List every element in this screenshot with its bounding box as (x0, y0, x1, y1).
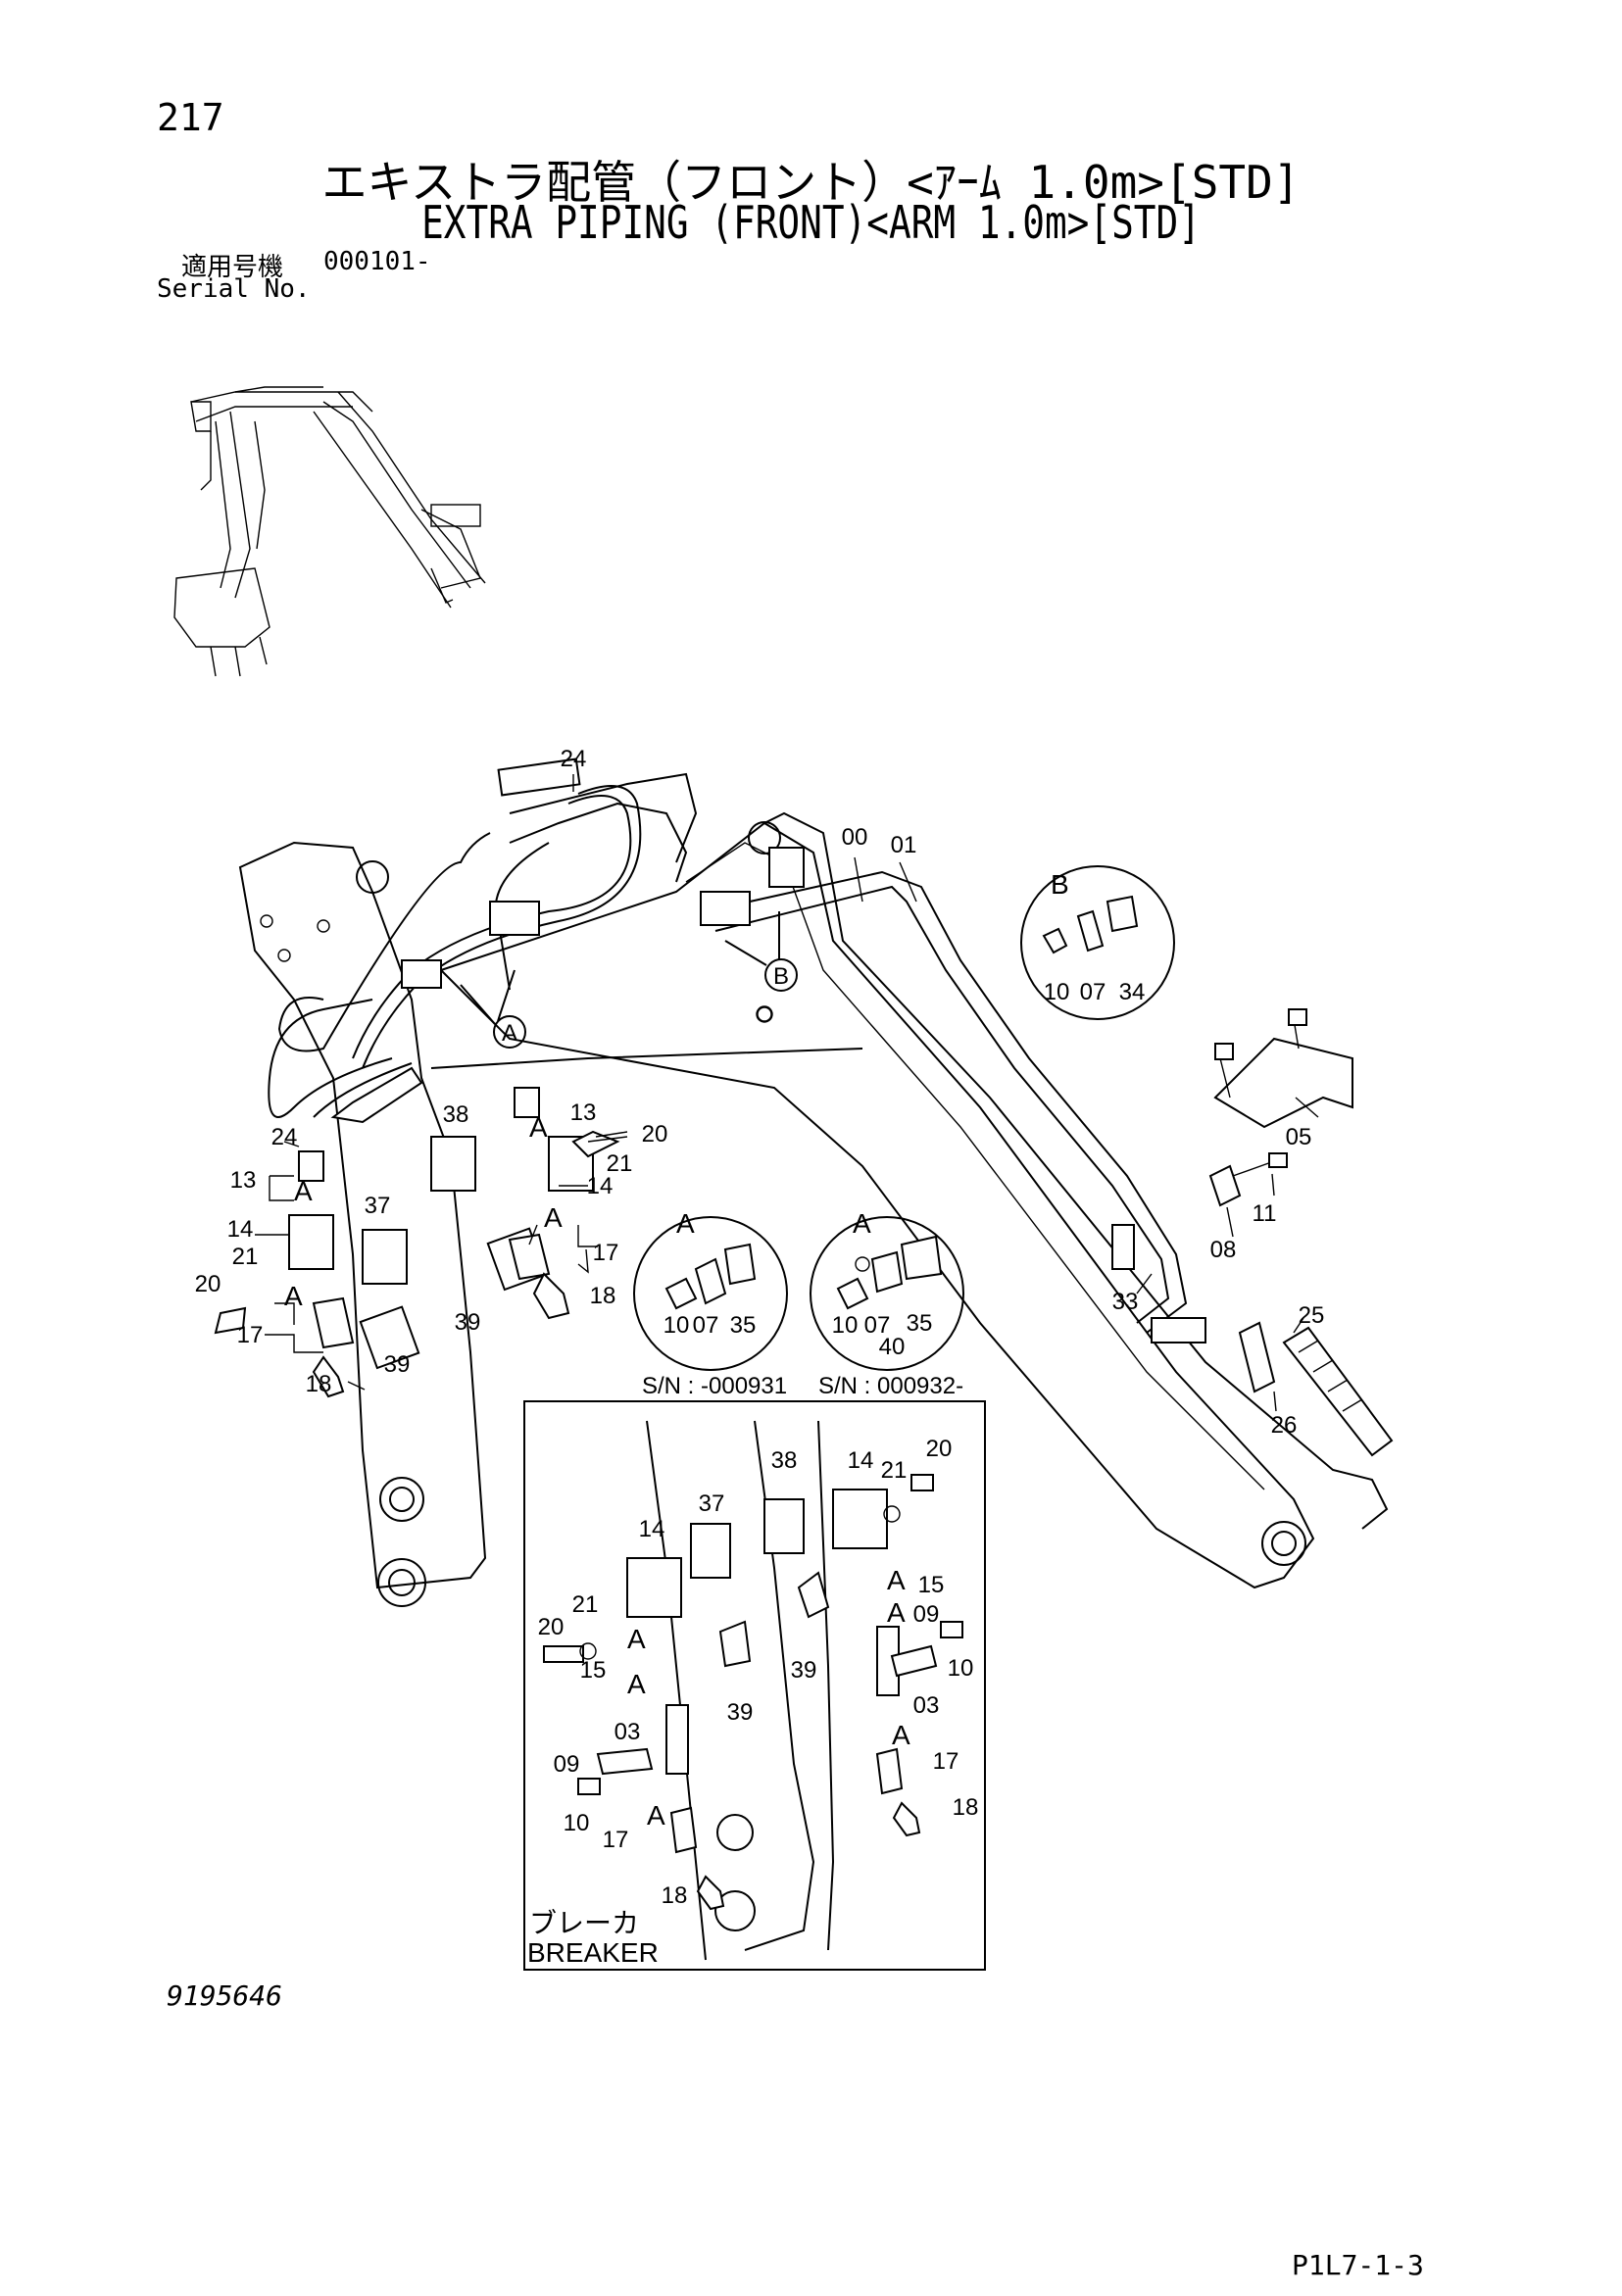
callout-a-left-07: 07 (693, 1312, 719, 1339)
callout-b-07: 07 (1080, 979, 1106, 1005)
breaker-label-english: BREAKER (527, 1937, 659, 1968)
callout-a-right-40: 40 (879, 1334, 906, 1360)
callout-a-left-10: 10 (664, 1312, 690, 1339)
breaker-label-japanese: ブレーカ (529, 1908, 639, 1938)
callout-37: 37 (365, 1193, 391, 1219)
detail-b-circle (1020, 865, 1175, 1020)
callout-39-a: 39 (384, 1351, 411, 1378)
callout-01: 01 (891, 832, 917, 858)
title-english: EXTRA PIPING (FRONT)<ARM 1.0m>[STD] (421, 196, 1201, 249)
overview-excavator-sketch (173, 386, 486, 677)
breaker-marker-a-3: A (647, 1800, 665, 1831)
mid-marker-a-1: A (529, 1112, 548, 1143)
detail-b-title: B (1051, 869, 1069, 900)
breaker-inset (523, 1400, 986, 1971)
callout-25: 25 (1299, 1302, 1325, 1329)
detail-a-left-title: A (676, 1208, 695, 1239)
breaker-callout-20-right: 20 (926, 1436, 953, 1462)
callout-18-mid: 18 (590, 1283, 616, 1309)
callout-26: 26 (1271, 1412, 1298, 1439)
serial-range-left: S/N : -000931 (642, 1373, 787, 1399)
callout-14-left: 14 (227, 1216, 254, 1243)
breaker-callout-21-right: 21 (881, 1457, 908, 1484)
main-arm-drawing (238, 757, 1394, 1607)
breaker-callout-15-right: 15 (918, 1572, 945, 1598)
breaker-marker-a-1: A (627, 1624, 646, 1654)
callout-00: 00 (842, 824, 868, 851)
callout-21-mid: 21 (607, 1150, 633, 1177)
callout-a-left-35: 35 (730, 1312, 757, 1339)
breaker-callout-03-left: 03 (614, 1719, 641, 1745)
left-marker-a-1: A (294, 1176, 313, 1206)
callout-13-mid: 13 (570, 1099, 597, 1126)
callout-20-mid: 20 (642, 1121, 668, 1148)
breaker-callout-20-left: 20 (538, 1614, 565, 1640)
breaker-callout-10-left: 10 (564, 1810, 590, 1836)
detail-a-left-circle (633, 1216, 788, 1371)
callout-a-right-35: 35 (907, 1310, 933, 1337)
serial-range-right: S/N : 000932- (818, 1373, 963, 1399)
marker-a-label: A (502, 1020, 517, 1047)
callout-21-left: 21 (232, 1244, 259, 1270)
document-number: 9195646 (167, 1979, 283, 2012)
serial-label-english: Serial No. (157, 274, 311, 304)
breaker-marker-a-5: A (887, 1597, 906, 1628)
callout-24-left: 24 (271, 1124, 298, 1150)
marker-b-circle: B (724, 911, 798, 992)
breaker-callout-18-left: 18 (662, 1882, 688, 1909)
breaker-callout-21-left: 21 (572, 1591, 599, 1618)
callout-a-right-07: 07 (864, 1312, 891, 1339)
callout-38: 38 (443, 1101, 469, 1128)
breaker-marker-a-2: A (627, 1669, 646, 1699)
breaker-callout-14-left: 14 (639, 1516, 665, 1542)
callout-13-left: 13 (230, 1167, 257, 1194)
marker-b-label: B (773, 963, 789, 990)
mid-marker-a-2: A (544, 1202, 563, 1233)
left-exploded-parts (214, 1087, 628, 1398)
breaker-callout-09-left: 09 (554, 1751, 580, 1778)
callout-11: 11 (1253, 1200, 1277, 1227)
callout-18-left: 18 (306, 1371, 332, 1397)
breaker-callout-17-left: 17 (603, 1827, 629, 1853)
callout-17-left: 17 (237, 1322, 264, 1348)
breaker-callout-38: 38 (771, 1447, 798, 1474)
breaker-marker-a-4: A (887, 1565, 906, 1595)
breaker-callout-39-right: 39 (791, 1657, 817, 1684)
left-marker-a-2: A (284, 1281, 303, 1311)
callout-14-mid: 14 (587, 1173, 614, 1199)
callout-17-mid: 17 (593, 1240, 619, 1266)
detail-a-right-circle (810, 1216, 964, 1371)
breaker-callout-09-right: 09 (913, 1601, 940, 1628)
title-japanese: エキストラ配管（フロント）<ｱｰﾑ 1.0m>[STD] (321, 156, 1301, 209)
breaker-callout-18-right: 18 (953, 1794, 979, 1821)
breaker-callout-03-right: 03 (913, 1692, 940, 1719)
page-number: 217 (157, 96, 224, 139)
breaker-callout-39-left: 39 (727, 1699, 754, 1726)
marker-a-circle: A (460, 969, 526, 1049)
callout-b-10: 10 (1044, 979, 1070, 1005)
callout-b-34: 34 (1119, 979, 1146, 1005)
breaker-callout-14-right: 14 (848, 1447, 874, 1474)
callout-20-left: 20 (195, 1271, 221, 1297)
page-code: P1L7-1-3 (1292, 2249, 1424, 2281)
serial-value: 000101- (323, 247, 431, 276)
detail-a-right-title: A (853, 1208, 871, 1239)
callout-33: 33 (1112, 1289, 1139, 1315)
breaker-callout-15-left: 15 (580, 1657, 607, 1684)
callout-24-top: 24 (561, 746, 587, 772)
serial-label-japanese: 適用号機 (181, 253, 284, 282)
callout-39-b: 39 (455, 1309, 481, 1336)
breaker-callout-17-right: 17 (933, 1748, 959, 1775)
callout-a-right-10: 10 (832, 1312, 859, 1339)
breaker-marker-a-6: A (892, 1720, 910, 1750)
callout-leaders (255, 774, 1319, 1412)
callout-05: 05 (1286, 1124, 1312, 1150)
breaker-callout-37: 37 (699, 1490, 725, 1517)
breaker-callout-10-right: 10 (948, 1655, 974, 1682)
callout-08: 08 (1210, 1237, 1237, 1263)
